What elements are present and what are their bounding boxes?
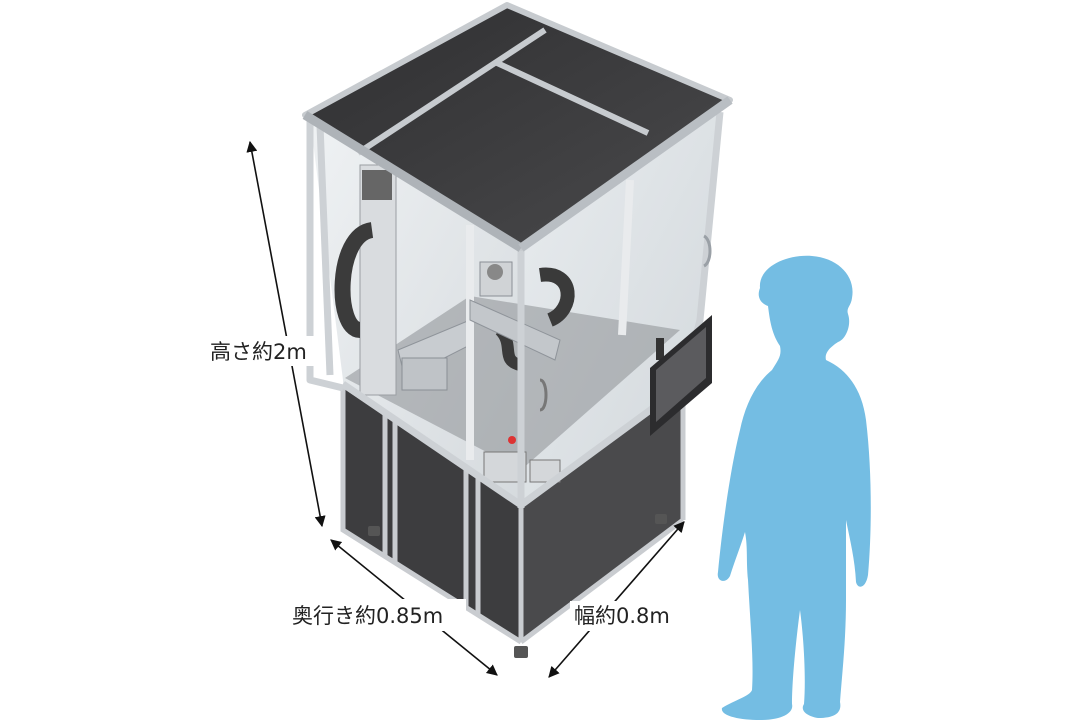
width-label: 幅約0.8m: [574, 604, 670, 628]
height-arrow: [246, 140, 326, 528]
height-label: 高さ約2m: [210, 340, 307, 364]
robot-mechanism: [334, 164, 634, 483]
roof-dividers: [356, 27, 650, 156]
machine-enclosure: [302, 2, 733, 658]
monitor-icon: [650, 315, 712, 436]
depth-label-bg: [290, 599, 466, 631]
height-label-bg: [206, 336, 314, 366]
person-silhouette-icon: [717, 255, 871, 720]
width-arrow: [548, 521, 685, 678]
depth-label: 奥行き約0.85m: [292, 604, 443, 628]
door-handle: [703, 234, 712, 268]
width-label-bg: [570, 601, 682, 631]
